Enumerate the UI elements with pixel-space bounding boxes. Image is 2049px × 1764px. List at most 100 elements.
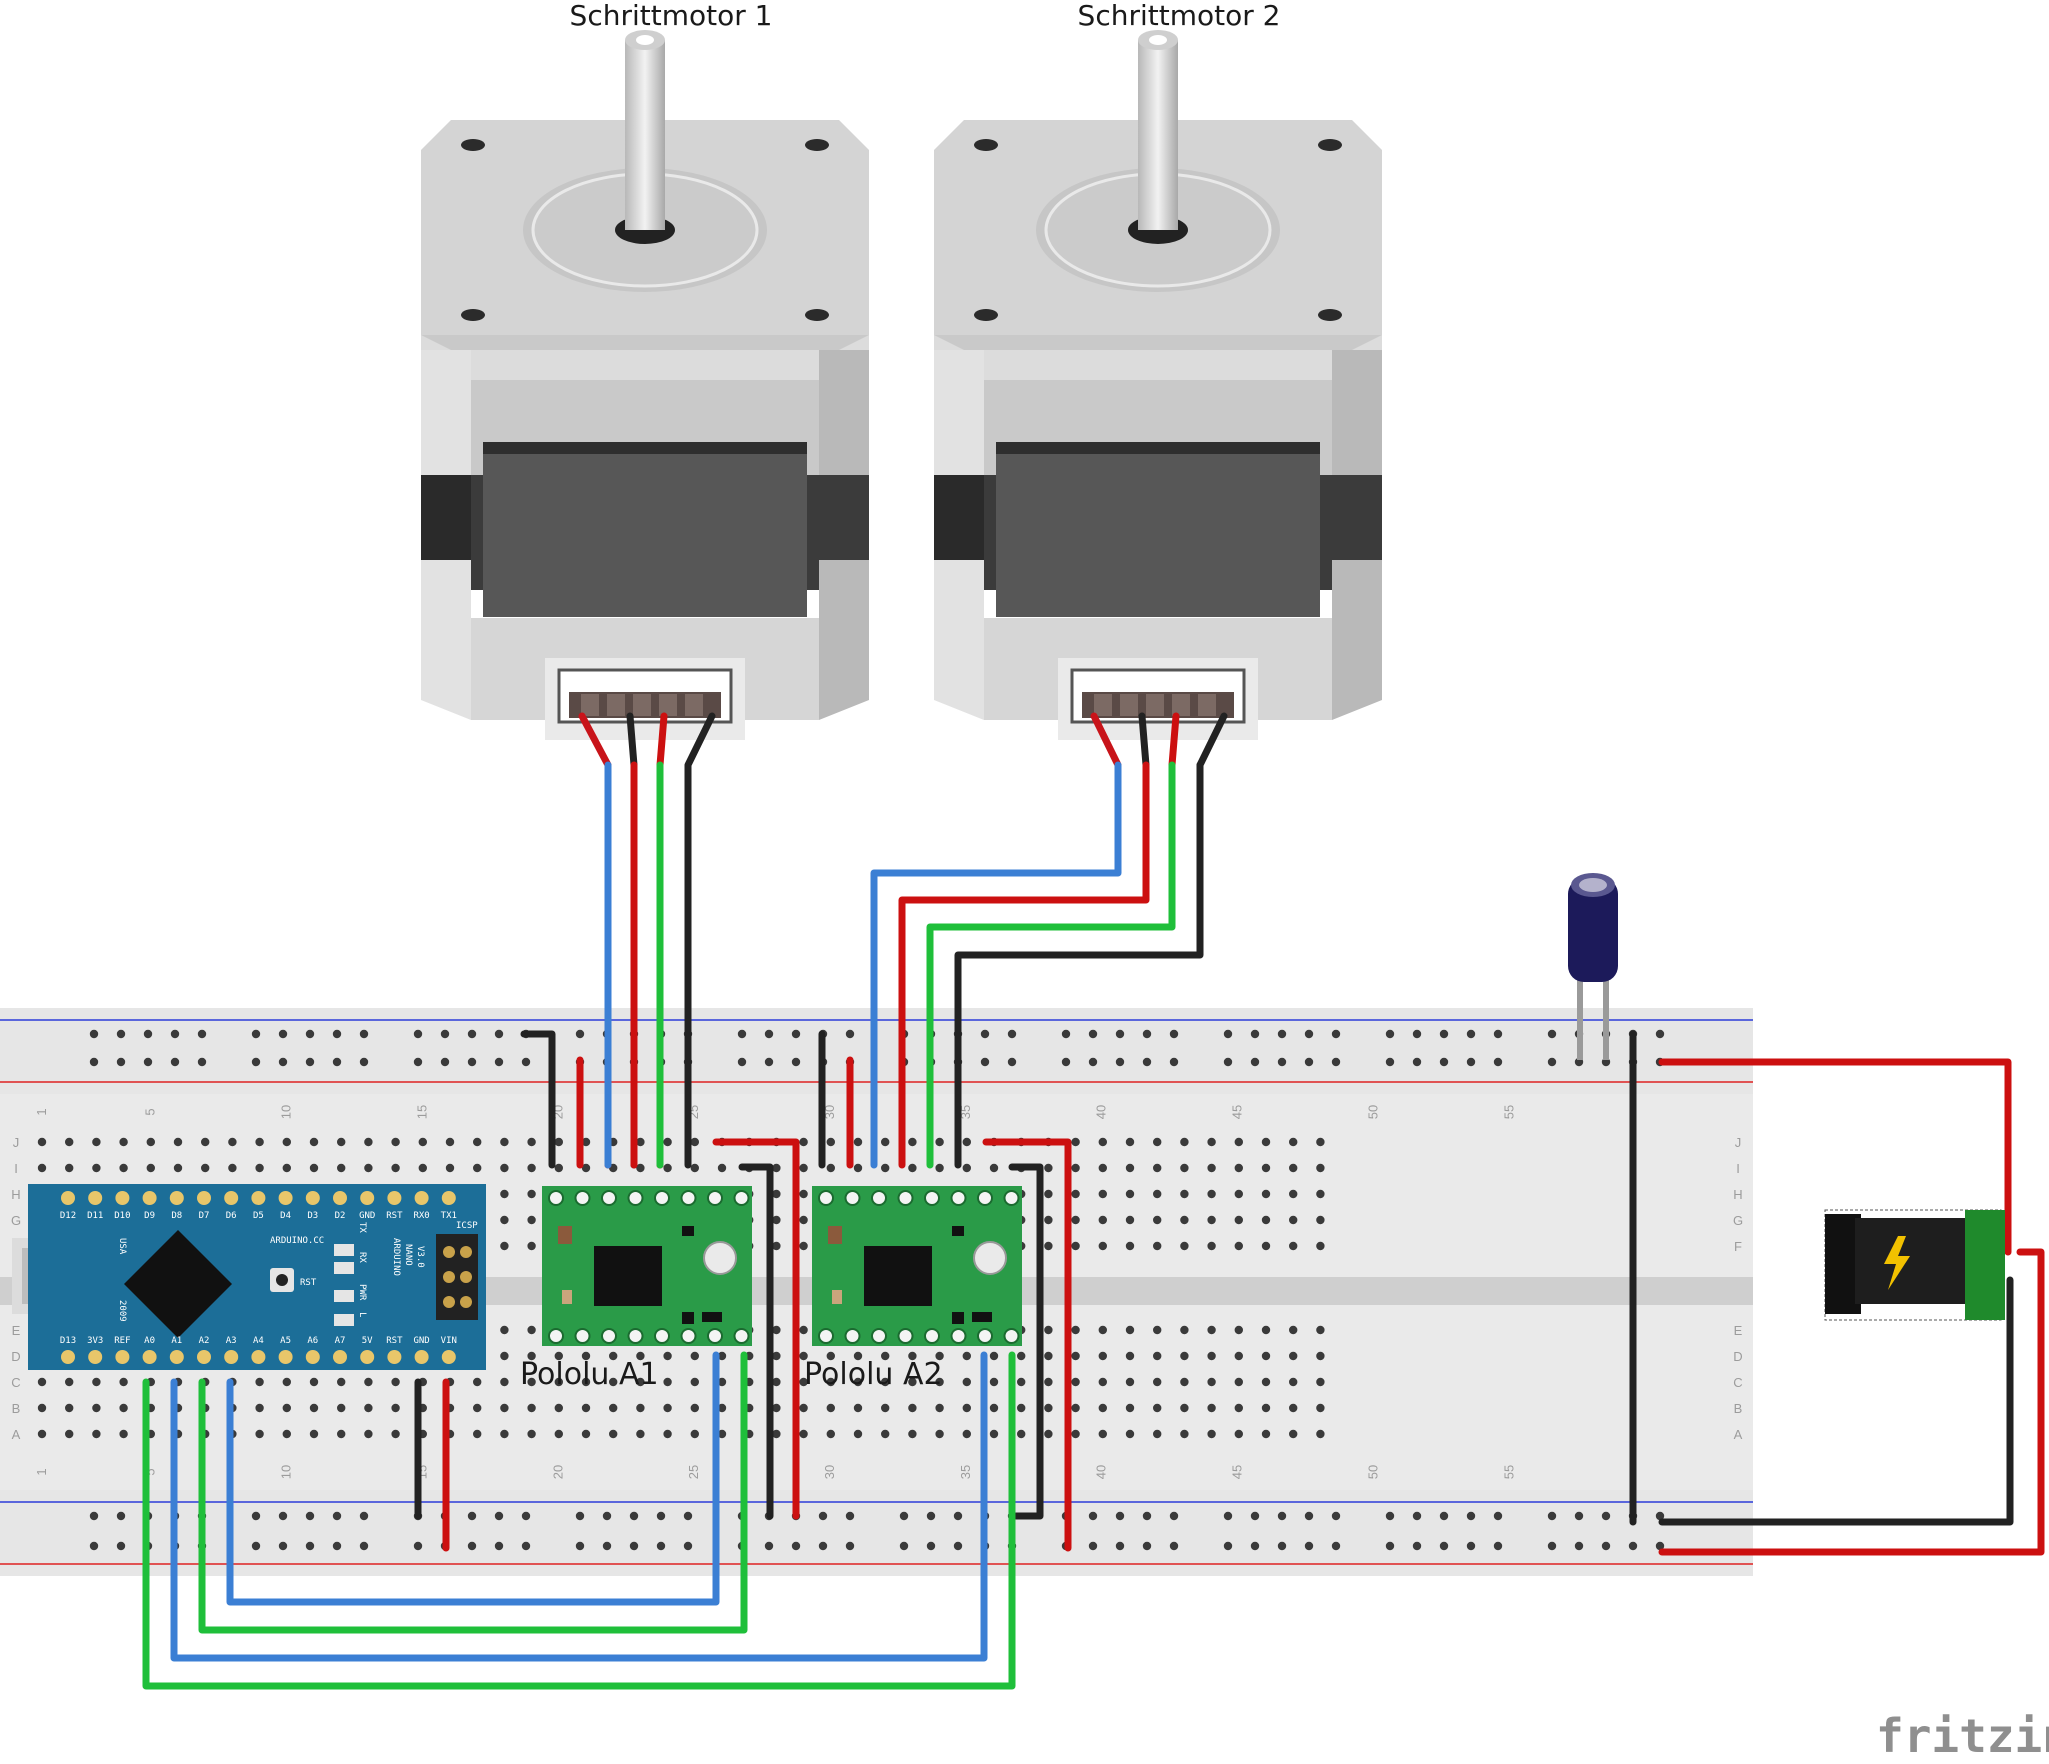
breadboard-hole <box>799 1137 808 1147</box>
rail-hole <box>1142 1511 1152 1521</box>
breadboard-hole <box>581 1351 591 1361</box>
breadboard-hole <box>1071 1241 1080 1251</box>
rail-hole <box>683 1541 693 1551</box>
row-letter: A <box>1734 1427 1743 1442</box>
row-letter: G <box>11 1213 21 1228</box>
breadboard-hole <box>1316 1377 1325 1387</box>
breadboard-hole <box>1125 1429 1135 1439</box>
breadboard-hole <box>826 1403 835 1413</box>
breadboard-hole <box>1234 1163 1244 1173</box>
row-letter: H <box>1733 1187 1742 1202</box>
rail-hole <box>1088 1029 1098 1039</box>
rail-hole <box>1493 1541 1503 1551</box>
nano-model-3: V3.0 <box>415 1246 425 1268</box>
nano-pin-label: D10 <box>114 1211 130 1221</box>
breadboard-hole <box>717 1403 727 1413</box>
smd-part <box>828 1226 842 1244</box>
row-letter: J <box>1735 1135 1742 1150</box>
rail-hole <box>764 1541 774 1551</box>
breadboard-hole <box>799 1215 808 1225</box>
nano-pin-label: VIN <box>441 1336 457 1346</box>
breadboard-hole <box>799 1241 808 1251</box>
nano-model-1: ARDUINO <box>391 1238 401 1276</box>
column-number: 50 <box>1365 1465 1380 1479</box>
row-letter: B <box>1734 1401 1743 1416</box>
breadboard-hole <box>690 1163 699 1173</box>
smd-part <box>952 1312 964 1324</box>
rail-hole <box>1331 1541 1341 1551</box>
smd-part <box>562 1290 572 1304</box>
rail-hole <box>1250 1057 1260 1067</box>
rail-hole <box>1169 1057 1179 1067</box>
rail-hole <box>143 1029 153 1039</box>
driver-pin <box>707 1190 723 1206</box>
breadboard-hole <box>309 1137 319 1147</box>
breadboard-hole <box>636 1403 645 1413</box>
breadboard-hole <box>1316 1189 1325 1199</box>
rail-hole <box>359 1057 369 1067</box>
breadboard-hole <box>445 1163 455 1173</box>
breadboard-hole <box>1098 1429 1108 1439</box>
breadboard-hole <box>663 1163 672 1173</box>
breadboard-hole <box>636 1163 645 1173</box>
breadboard-hole <box>1234 1189 1244 1199</box>
breadboard-hole <box>935 1351 944 1361</box>
row-letter: C <box>11 1375 20 1390</box>
breadboard-hole <box>1234 1377 1244 1387</box>
rail-hole <box>170 1057 180 1067</box>
breadboard-hole <box>1180 1429 1189 1439</box>
rail-hole <box>305 1057 315 1067</box>
breadboard-hole <box>1153 1429 1162 1439</box>
breadboard-hole <box>717 1429 727 1439</box>
breadboard-hole <box>1261 1163 1271 1173</box>
stepper-motor-1 <box>419 28 871 742</box>
breadboard-hole <box>65 1377 74 1387</box>
rail-hole <box>791 1541 801 1551</box>
breadboard-hole <box>1098 1351 1108 1361</box>
breadboard-hole <box>473 1403 482 1413</box>
breadboard-hole <box>92 1403 101 1413</box>
pololu-driver-a1 <box>542 1186 752 1346</box>
nano-pin <box>197 1191 211 1205</box>
rail-hole <box>953 1511 963 1521</box>
column-number: 45 <box>1230 1105 1245 1119</box>
nano-pin-label: 5V <box>362 1336 373 1346</box>
breadboard-hole <box>282 1403 291 1413</box>
driver-2-label: Pololu A2 <box>804 1357 943 1392</box>
breadboard-hole <box>717 1163 727 1173</box>
rail-hole <box>116 1029 126 1039</box>
breadboard-hole <box>663 1429 672 1439</box>
breadboard-hole <box>799 1351 808 1361</box>
rail-hole <box>251 1541 261 1551</box>
breadboard-hole <box>65 1163 74 1173</box>
breadboard-hole <box>772 1429 781 1439</box>
breadboard-hole <box>636 1351 645 1361</box>
breadboard-hole <box>201 1163 210 1173</box>
rail-hole <box>1439 1029 1449 1039</box>
rail-hole <box>818 1511 828 1521</box>
rail-hole <box>521 1057 531 1067</box>
breadboard-hole <box>1098 1189 1108 1199</box>
breadboard-hole <box>282 1377 291 1387</box>
breadboard-hole <box>826 1429 835 1439</box>
rail-hole <box>1142 1541 1152 1551</box>
breadboard-hole <box>500 1163 509 1173</box>
row-letter: C <box>1733 1375 1742 1390</box>
column-number: 20 <box>550 1465 565 1479</box>
driver-potentiometer <box>703 1241 737 1275</box>
breadboard-hole <box>1289 1351 1298 1361</box>
breadboard-hole <box>772 1189 781 1199</box>
breadboard-hole <box>581 1429 591 1439</box>
breadboard-hole <box>853 1429 863 1439</box>
rail-hole <box>683 1511 693 1521</box>
nano-pin <box>278 1191 293 1205</box>
rail-hole <box>332 1057 342 1067</box>
breadboard-hole <box>527 1377 536 1387</box>
breadboard-hole <box>1289 1377 1298 1387</box>
breadboard-hole <box>445 1137 455 1147</box>
breadboard-hole <box>908 1351 917 1361</box>
breadboard-hole <box>282 1163 291 1173</box>
rail-hole <box>251 1511 261 1521</box>
breadboard-hole <box>255 1163 264 1173</box>
wire-m2-stub-1 <box>1090 712 1122 769</box>
